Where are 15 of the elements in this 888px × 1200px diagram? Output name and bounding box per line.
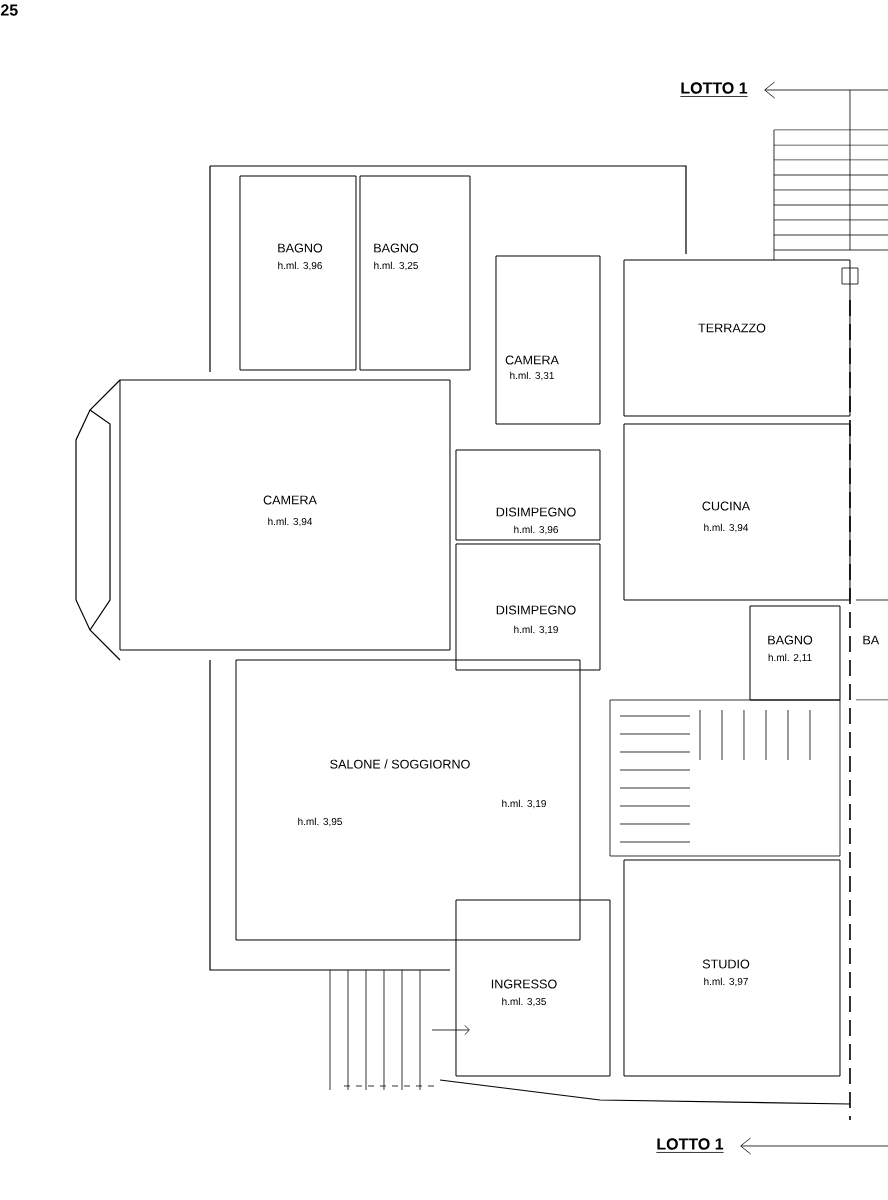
room-outline — [495, 255, 601, 425]
section-label: LOTTO 1 — [679, 82, 748, 97]
room-outline — [455, 543, 601, 671]
room-outline — [359, 175, 471, 371]
room-outline — [235, 659, 581, 941]
room-outline — [623, 859, 841, 1077]
room-outline — [623, 423, 851, 601]
room-outline — [623, 259, 851, 417]
room-outline — [455, 449, 601, 541]
room-outline — [119, 379, 451, 651]
section-label: LOTTO 1 — [655, 1138, 724, 1153]
room-outline — [749, 605, 841, 701]
room-outline — [455, 899, 611, 1077]
page-number: 25 — [0, 4, 18, 16]
room-outline — [239, 175, 357, 371]
